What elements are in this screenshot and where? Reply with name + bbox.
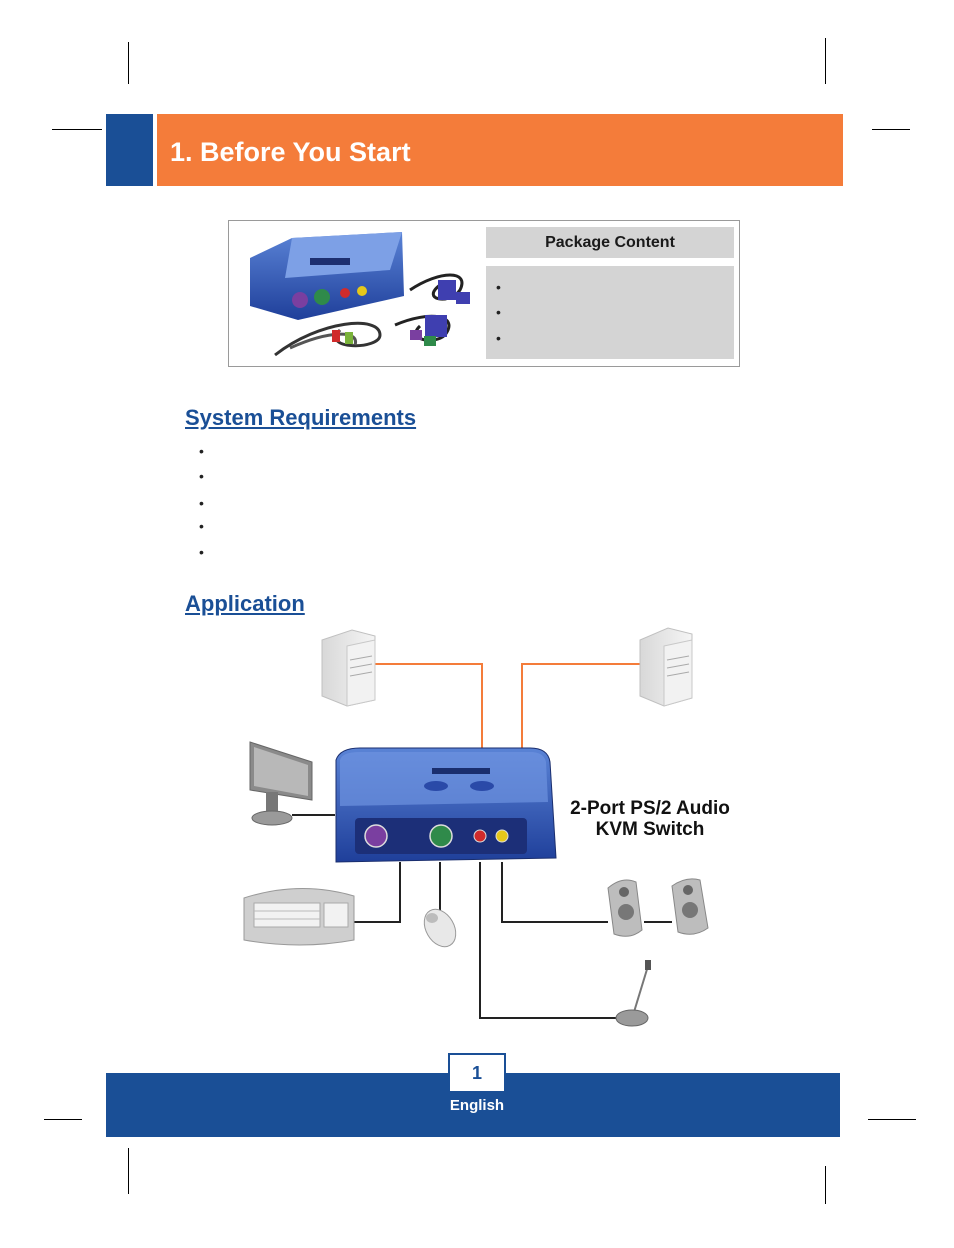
computer-cables [355, 663, 640, 750]
footer-language: English [449, 1097, 505, 1114]
package-kvm-photo [250, 232, 404, 320]
crop-mark [868, 1119, 916, 1120]
speaker-left-icon [607, 879, 643, 937]
application-heading: Application [185, 591, 305, 616]
kvm-switch-label: 2-Port PS/2 Audio KVM Switch [548, 798, 752, 840]
crop-mark [825, 38, 826, 84]
crop-mark [825, 1166, 826, 1204]
crop-mark [44, 1119, 82, 1120]
requirement-bullet: • [199, 443, 204, 459]
kvm-switch-label-line1: 2-Port PS/2 Audio [570, 798, 730, 819]
system-requirements-heading: System Requirements [185, 405, 417, 430]
crop-mark [52, 129, 102, 130]
crop-mark [128, 42, 129, 84]
mouse-icon [423, 908, 457, 948]
kvm-switch-label-line2: KVM Switch [595, 819, 705, 840]
kvm-switch-icon [335, 747, 557, 863]
microphone-icon [615, 960, 651, 1027]
requirement-bullet: • [199, 544, 204, 560]
crop-mark [128, 1148, 129, 1194]
requirement-bullet: • [199, 468, 204, 484]
header-bar [157, 114, 843, 186]
computer-right-icon [639, 627, 693, 707]
requirement-bullet: • [199, 518, 204, 534]
header-accent [106, 114, 153, 186]
package-bullet: • [496, 330, 501, 346]
page-number: 1 [448, 1053, 506, 1093]
monitor-icon [249, 741, 313, 826]
package-content-list [486, 266, 734, 359]
keyboard-icon [243, 887, 355, 946]
package-content-box [228, 220, 740, 367]
package-cable-photo [274, 273, 470, 357]
package-bullet: • [496, 279, 501, 295]
computer-left-icon [321, 629, 376, 707]
speaker-right-icon [671, 878, 709, 935]
crop-mark [872, 129, 910, 130]
peripheral-cables [292, 814, 672, 1019]
package-bullet: • [496, 304, 501, 320]
package-content-heading: Package Content [486, 227, 734, 258]
page-title: 1. Before You Start [170, 137, 411, 167]
requirement-bullet: • [199, 495, 204, 511]
